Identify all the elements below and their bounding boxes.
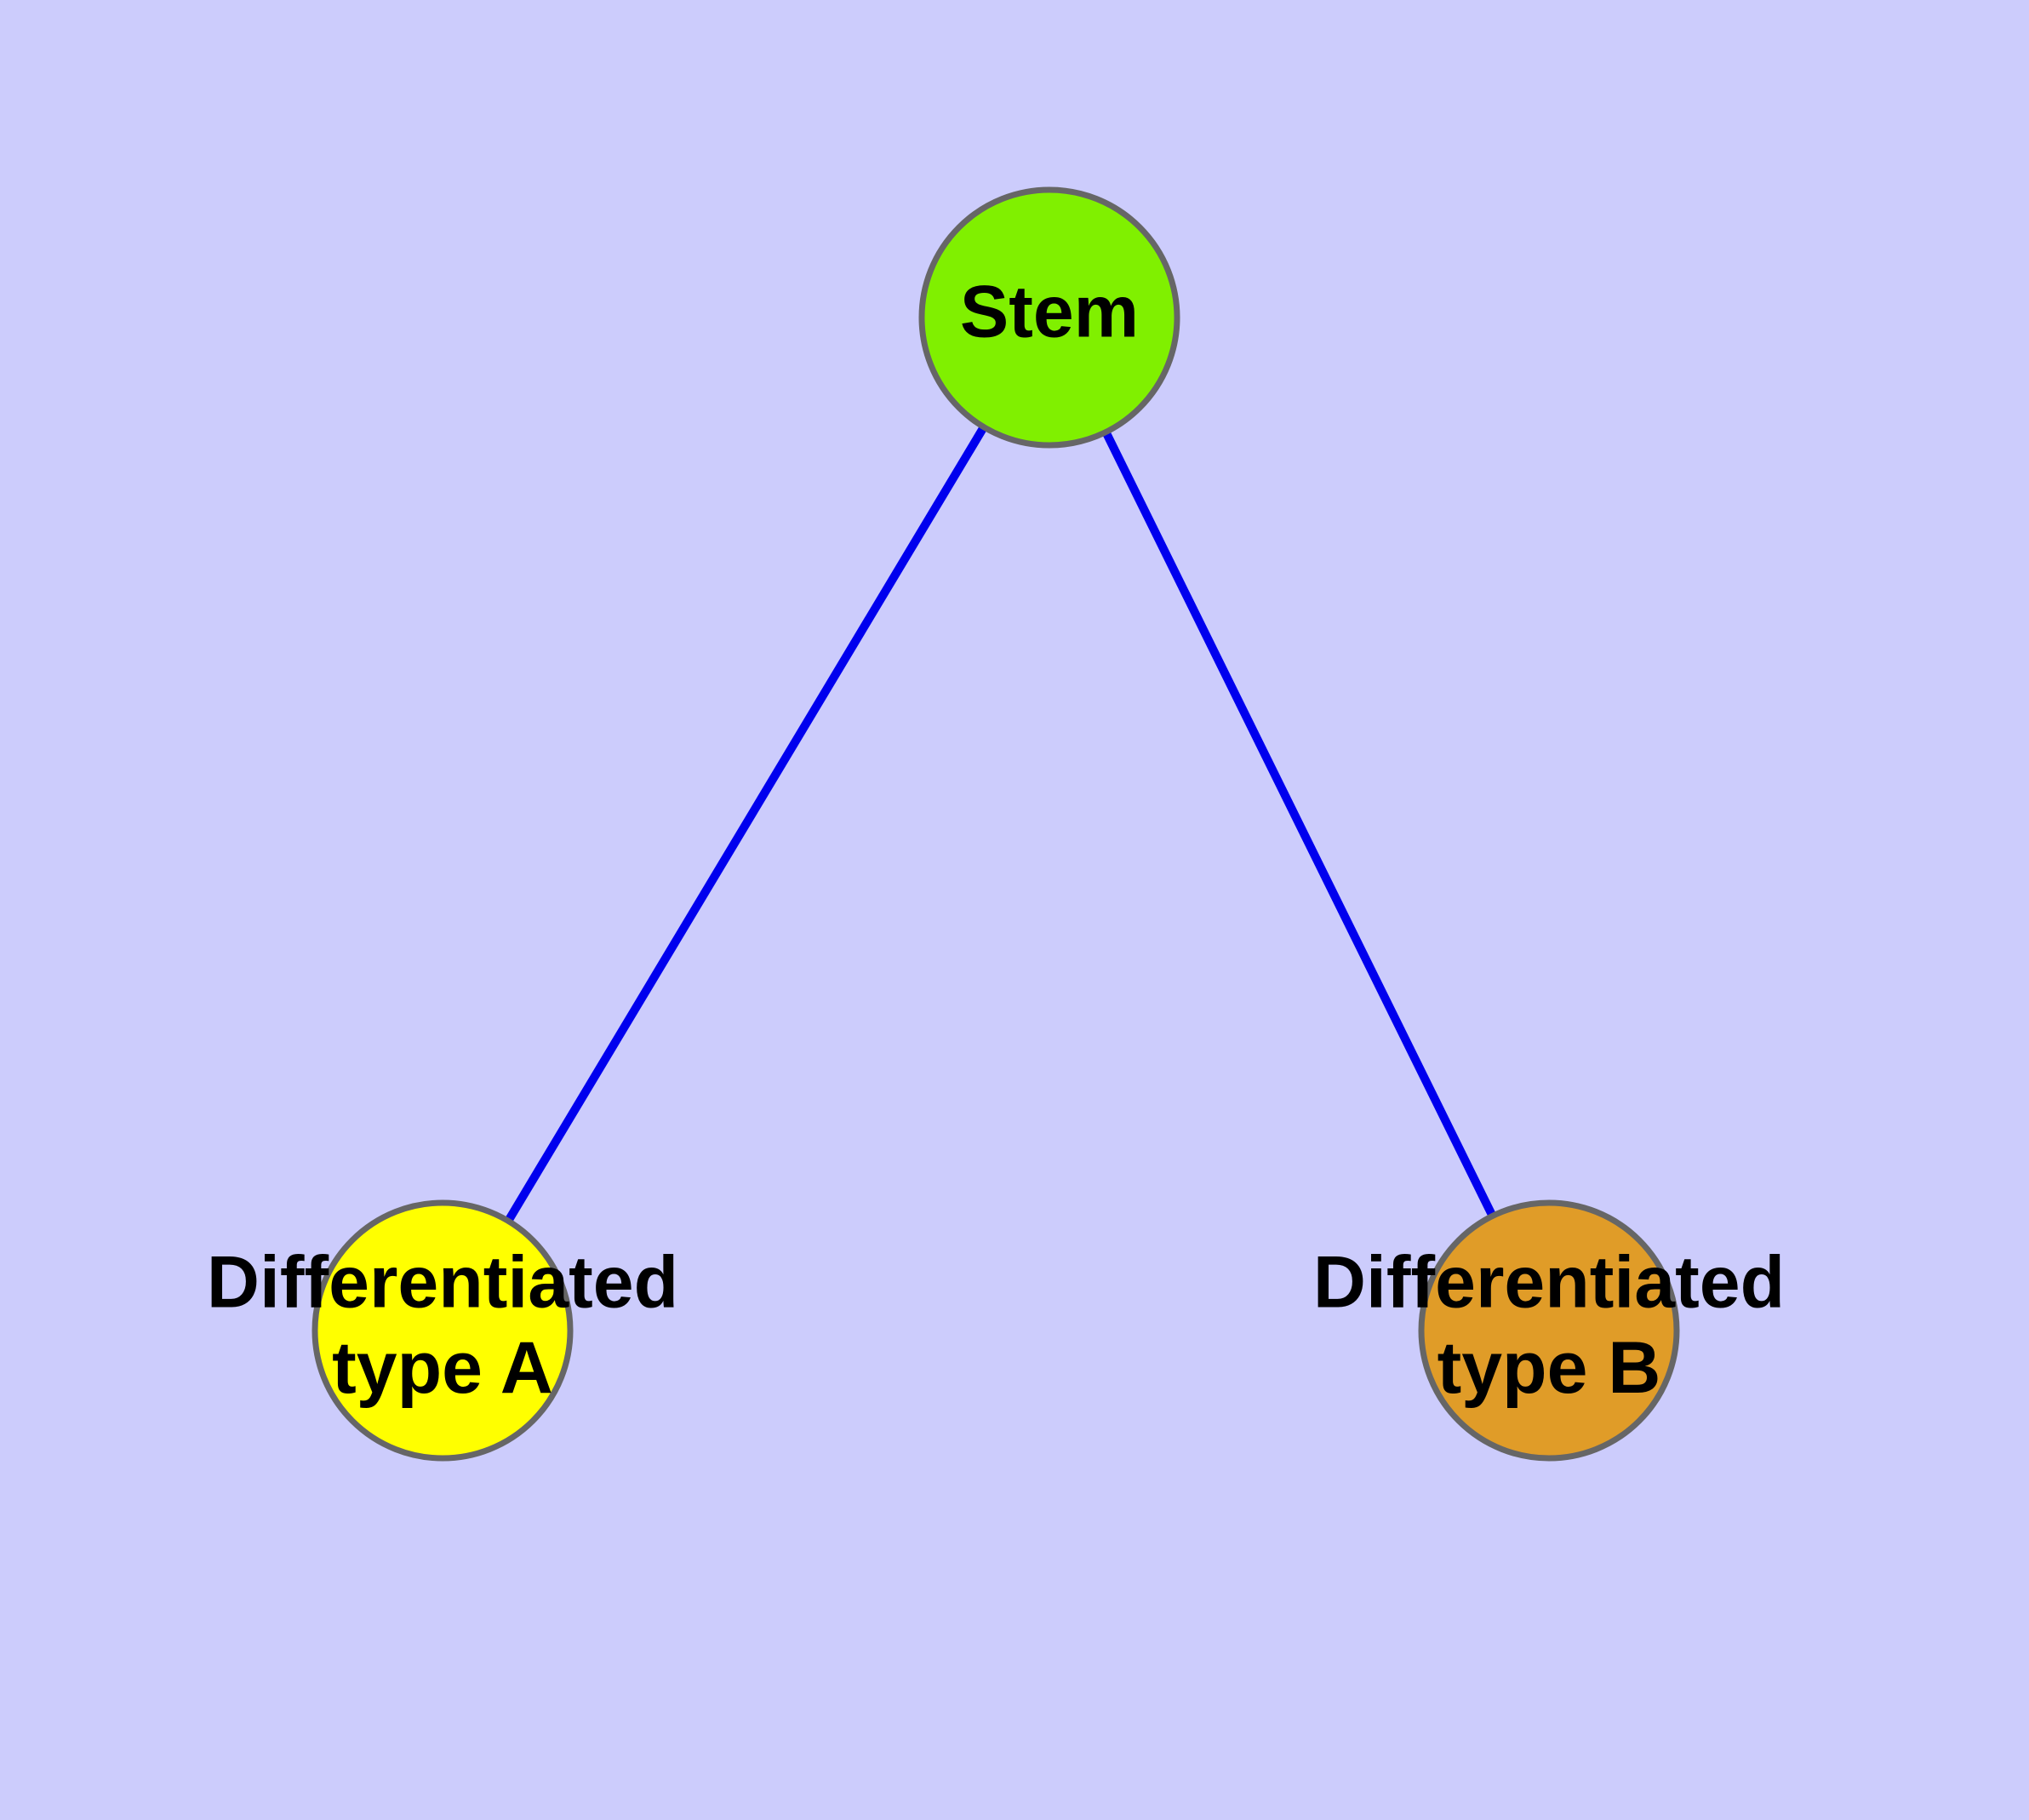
node-label-diff_b-line-1: Differentiated bbox=[1313, 1241, 1785, 1323]
edge-layer bbox=[502, 421, 1498, 1227]
node-label-diff_a-line-1: Differentiated bbox=[207, 1241, 678, 1323]
node-label-stem-line-1: Stem bbox=[960, 272, 1139, 353]
node-label-diff_b-line-2: type B bbox=[1437, 1327, 1661, 1409]
graph-node-stem[interactable]: Stem bbox=[918, 186, 1180, 449]
node-circle-diff_b[interactable] bbox=[1418, 1199, 1680, 1462]
graph-edge-stem-to-b[interactable] bbox=[1100, 426, 1498, 1222]
node-label-diff_a-line-2: type A bbox=[332, 1327, 553, 1409]
node-circle-stem[interactable] bbox=[918, 186, 1180, 449]
graph-edge-stem-to-a[interactable] bbox=[502, 421, 990, 1227]
node-circle-diff_a[interactable] bbox=[311, 1199, 574, 1462]
